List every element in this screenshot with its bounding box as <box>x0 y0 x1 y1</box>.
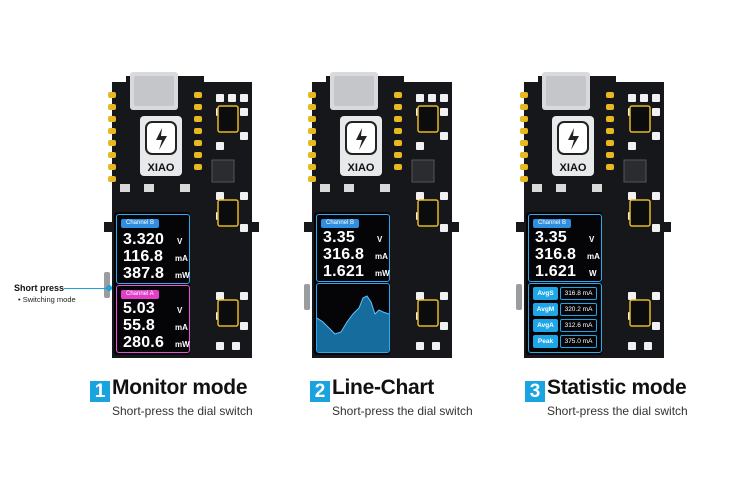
line-chart-graphic <box>317 295 389 352</box>
line-chart-panel <box>316 283 390 353</box>
step-number-badge: 1 <box>90 381 110 402</box>
callout-dot <box>106 285 112 291</box>
callout-bullet: • Switching mode <box>18 295 76 304</box>
caption-title: Line-Chart <box>332 376 435 399</box>
caption-title: Monitor mode <box>112 376 248 399</box>
channel-tag: Channel B <box>321 219 360 228</box>
channel-tag: Channel B <box>533 219 572 228</box>
step-number-badge: 3 <box>525 381 545 402</box>
short-press-callout: Short press • Switching mode <box>14 283 114 307</box>
caption-title: Statistic mode <box>547 376 687 399</box>
callout-title: Short press <box>14 283 65 293</box>
callout-line <box>64 288 108 289</box>
caption-subtitle: Short-press the dial switch <box>112 404 253 418</box>
caption-monitor-mode: 1 Monitor mode Short-press the dial swit… <box>90 376 280 420</box>
step-number-badge: 2 <box>310 381 330 402</box>
caption-line-chart: 2 Line-Chart Short-press the dial switch <box>310 376 500 420</box>
caption-subtitle: Short-press the dial switch <box>332 404 473 418</box>
svg-text:XIAO: XIAO <box>560 162 587 174</box>
channel-tag: Channel B <box>121 219 160 228</box>
svg-text:XIAO: XIAO <box>148 162 175 174</box>
caption-subtitle: Short-press the dial switch <box>547 404 688 418</box>
svg-text:XIAO: XIAO <box>348 162 375 174</box>
channel-tag: Channel A <box>121 290 159 299</box>
caption-statistic-mode: 3 Statistic mode Short-press the dial sw… <box>525 376 725 420</box>
